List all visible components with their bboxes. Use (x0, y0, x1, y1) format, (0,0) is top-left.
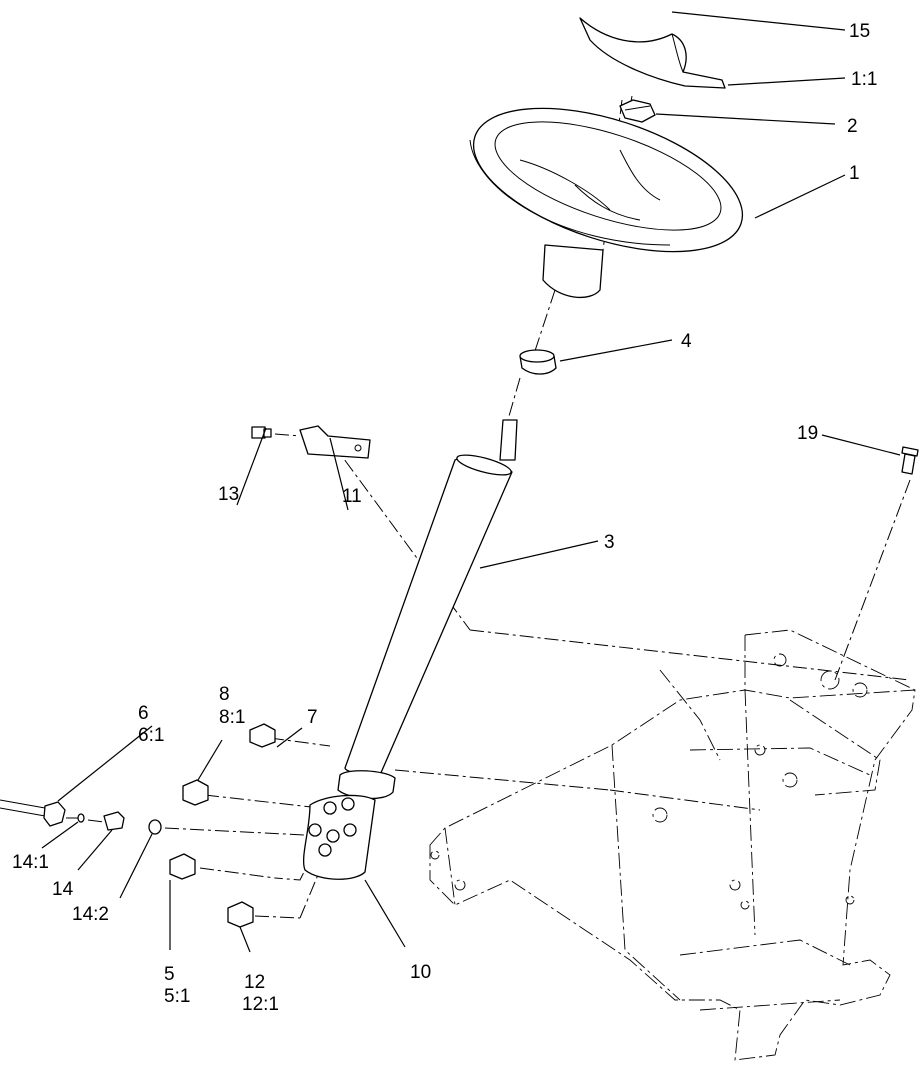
part-fitting-8 (182, 779, 209, 806)
part-nut (619, 99, 656, 123)
callout-11: 11 (342, 486, 362, 507)
part-bolt (901, 446, 919, 475)
callout-13: 13 (218, 484, 239, 505)
part-fitting-7 (249, 723, 276, 748)
callout-6: 6 (138, 703, 149, 724)
part-fitting-5 (169, 853, 196, 880)
leader-lines (41, 11, 901, 953)
callout-19: 19 (797, 423, 818, 444)
callout-6-1: 6:1 (138, 725, 164, 746)
callout-12-1: 12:1 (242, 994, 279, 1015)
part-bushing (519, 349, 557, 375)
callout-1-1: 1:1 (851, 69, 877, 90)
callout-14-2: 14:2 (72, 904, 109, 925)
callout-1: 1 (849, 163, 860, 184)
frame-phantom (429, 629, 916, 1061)
callout-8-1: 8:1 (219, 707, 245, 728)
callout-8: 8 (219, 684, 230, 705)
part-o-ring-14-2 (148, 819, 162, 835)
callout-5-1: 5:1 (164, 986, 190, 1007)
part-hose (0, 799, 66, 827)
callout-7: 7 (307, 707, 318, 728)
callout-15: 15 (849, 21, 870, 42)
part-steering-wheel (469, 107, 744, 299)
callout-5: 5 (164, 964, 175, 985)
part-screw (251, 426, 272, 439)
callout-3: 3 (604, 532, 615, 553)
callout-10: 10 (410, 962, 431, 983)
callout-14-1: 14:1 (12, 852, 49, 873)
callout-2: 2 (847, 116, 858, 137)
part-o-ring-14-1 (77, 813, 85, 823)
callout-14: 14 (52, 879, 74, 900)
part-bracket (299, 425, 371, 459)
callout-12: 12 (244, 972, 265, 993)
part-fitting-12 (227, 901, 254, 928)
callout-4: 4 (681, 331, 692, 352)
part-adapter (103, 811, 125, 831)
part-steering-column (302, 419, 518, 880)
callout-labels: 15 1:1 2 1 4 19 13 11 3 8 8:1 7 6 6:1 14… (12, 21, 877, 1015)
part-cap (579, 17, 726, 89)
